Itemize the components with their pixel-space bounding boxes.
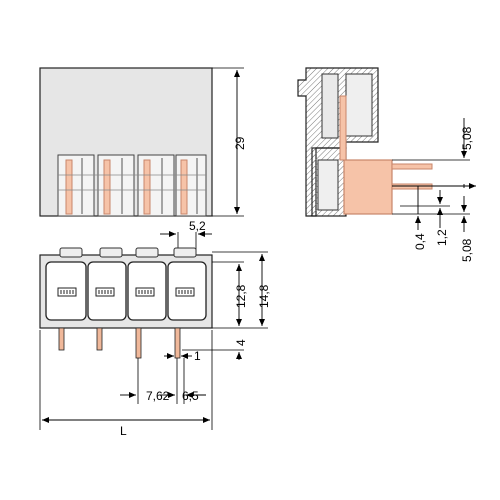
dim-side-gap-medium: 1,2 bbox=[435, 229, 449, 246]
side-view: 5,08 0,4 1,2 5,08 bbox=[297, 67, 476, 262]
front-contact-windows bbox=[57, 154, 207, 217]
dim-side-gap-small: 0,4 bbox=[413, 233, 427, 250]
plan-pins bbox=[58, 327, 181, 359]
plan-view: 5,2 bbox=[39, 219, 271, 438]
dim-pin-offset: 6,5 bbox=[182, 389, 199, 403]
plan-cells bbox=[45, 261, 207, 321]
dim-side-lower: 5,08 bbox=[460, 238, 474, 262]
side-contact bbox=[343, 159, 393, 215]
dim-pin-length: 4 bbox=[234, 339, 248, 346]
dim-side-upper: 5,08 bbox=[460, 126, 474, 150]
plan-tabs bbox=[59, 247, 197, 258]
dim-height-side-b: 14,8 bbox=[257, 284, 271, 308]
side-pin-lower bbox=[391, 183, 433, 190]
dim-pitch-offset: 5,2 bbox=[189, 219, 206, 233]
dim-pin-width: 1 bbox=[194, 349, 201, 363]
dim-height-side-a: 12,8 bbox=[234, 284, 248, 308]
dim-pitch: 7,62 bbox=[146, 389, 170, 403]
dim-total-length: L bbox=[120, 424, 127, 438]
side-pin-upper bbox=[391, 163, 433, 170]
front-view: 29 bbox=[39, 67, 247, 217]
dim-height-front: 29 bbox=[233, 136, 247, 150]
